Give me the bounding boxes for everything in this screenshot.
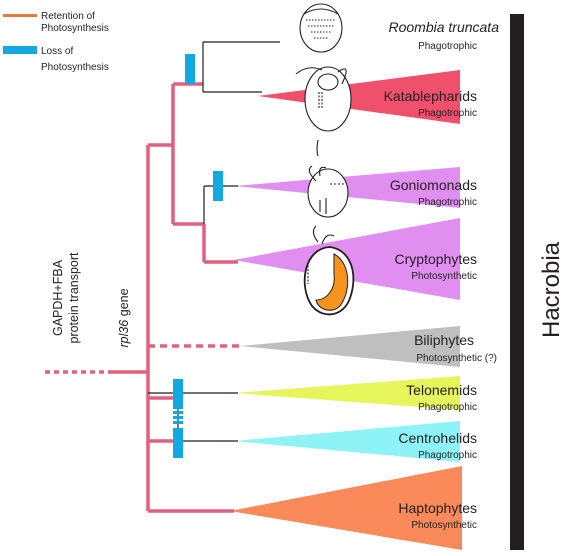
- root-annotation: GAPDH+FBA protein transport: [51, 252, 81, 344]
- label-telonemids: Telonemids: [406, 382, 477, 398]
- loss-marker-telo-stripe2: [173, 416, 183, 419]
- label-cryptophytes: Cryptophytes: [395, 251, 477, 267]
- taxon-labels: Roombia truncata Phagotrophic Katablepha…: [384, 19, 500, 531]
- label-roombia: Roombia truncata: [388, 19, 499, 35]
- triangle-katablepharids: [258, 70, 460, 124]
- loss-marker-gonio: [213, 171, 223, 201]
- katablepharid-cell-icon: [295, 66, 352, 157]
- lifestyle-haptophytes: Photosynthetic: [411, 520, 477, 531]
- loss-markers: [173, 54, 223, 458]
- lifestyle-telonemids: Phagotrophic: [418, 402, 477, 413]
- triangle-biliphytes: [240, 326, 460, 367]
- legend-loss-label-2: Photosynthesis: [41, 62, 109, 73]
- legend-retention-label-2: Photosynthesis: [41, 23, 109, 34]
- loss-marker-telo-stripe1: [173, 411, 183, 414]
- node-annotation-gene: rpl36: [117, 320, 131, 348]
- label-goniomonads: Goniomonads: [390, 177, 477, 193]
- legend-retention-label-1: Retention of: [41, 11, 95, 22]
- label-biliphytes: Biliphytes: [414, 332, 474, 348]
- loss-marker-telo: [173, 379, 183, 409]
- label-centrohelids: Centrohelids: [398, 430, 477, 446]
- node-annotation: rpl36 gene: [117, 288, 131, 347]
- hacrobia-bar: [510, 14, 524, 550]
- clade-triangles: [230, 70, 462, 550]
- label-haptophytes: Haptophytes: [398, 500, 477, 516]
- lifestyle-goniomonads: Phagotrophic: [418, 197, 477, 208]
- cryptophyte-cell-icon: [303, 225, 355, 316]
- loss-marker-telo-stripe3: [173, 421, 183, 424]
- root-annotation-line1: GAPDH+FBA: [51, 259, 65, 336]
- triangle-telonemids: [234, 376, 460, 410]
- lifestyle-biliphytes: Photosynthetic (?): [416, 353, 497, 364]
- loss-marker-kata: [185, 54, 195, 84]
- legend-retention-swatch: [3, 14, 37, 17]
- node-annotation-suffix: gene: [117, 288, 131, 319]
- legend-loss-swatch: [3, 46, 37, 54]
- legend: Retention of Photosynthesis Loss of Phot…: [3, 11, 109, 73]
- goniomonad-cell-icon: [307, 165, 349, 218]
- legend-loss-label-1: Loss of: [41, 46, 73, 57]
- lifestyle-centrohelids: Phagotrophic: [418, 450, 477, 461]
- roombia-cell-icon: [299, 3, 343, 53]
- root-annotation-line2: protein transport: [67, 252, 81, 344]
- lifestyle-katablepharids: Phagotrophic: [418, 108, 477, 119]
- triangle-centrohelids: [234, 421, 460, 462]
- hacrobia-label: Hacrobia: [538, 241, 565, 338]
- triangle-haptophytes: [230, 466, 462, 550]
- label-katablepharids: Katablepharids: [384, 88, 477, 104]
- node-annotation-text: rpl36 gene: [117, 288, 131, 347]
- lifestyle-cryptophytes: Photosynthetic: [411, 271, 477, 282]
- loss-marker-centro: [173, 428, 183, 458]
- lifestyle-roombia: Phagotrophic: [418, 41, 477, 52]
- cell-illustrations: [295, 3, 355, 316]
